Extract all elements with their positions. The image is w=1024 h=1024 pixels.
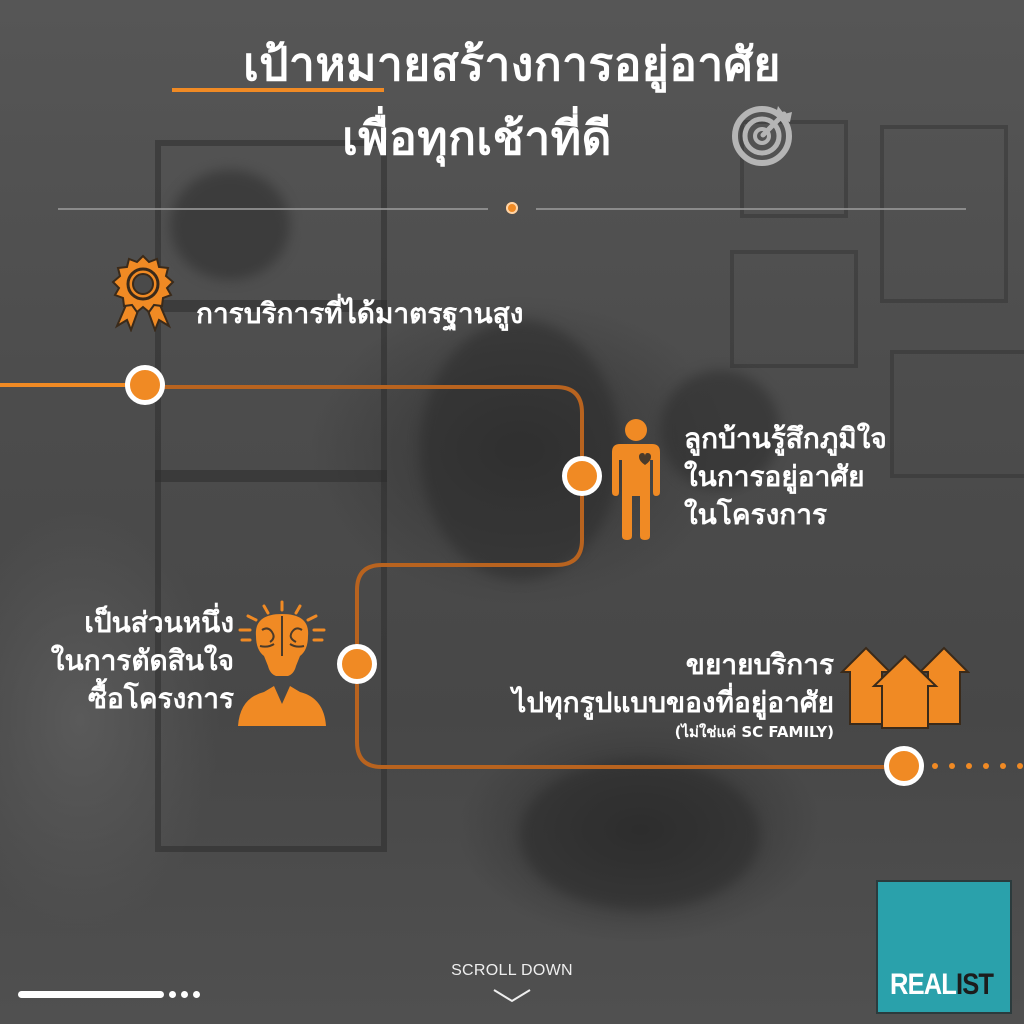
brand-name: REALIST bbox=[890, 968, 994, 1001]
divider-dot bbox=[506, 202, 518, 214]
milestone-4-line2: ไปทุกรูปแบบของที่อยู่อาศัย bbox=[512, 686, 834, 719]
page-title-line1: เป้าหมายสร้างการอยู่อาศัย bbox=[243, 37, 781, 91]
milestone-3-line2: ในการตัดสินใจ bbox=[50, 644, 234, 677]
title-accent-underline bbox=[172, 88, 384, 92]
award-ribbon-icon bbox=[111, 254, 175, 332]
scroll-down-label[interactable]: SCROLL DOWN bbox=[451, 962, 573, 979]
milestone-2-label: ลูกบ้านรู้สึกภูมิใจ ในการอยู่อาศัย ในโคร… bbox=[684, 420, 887, 534]
milestone-1-label: การบริการที่ได้มาตรฐานสูง bbox=[196, 297, 524, 330]
person-heart-icon bbox=[612, 419, 660, 540]
timeline-node-4[interactable] bbox=[884, 746, 924, 786]
timeline-node-1[interactable] bbox=[125, 365, 165, 405]
carousel-progress-bar bbox=[18, 991, 164, 998]
realist-logo: REALIST bbox=[878, 882, 1010, 1012]
carousel-dot[interactable] bbox=[169, 991, 176, 998]
timeline-node-3[interactable] bbox=[337, 644, 377, 684]
divider-right bbox=[536, 208, 966, 210]
houses-icon bbox=[840, 646, 970, 729]
milestone-4-line1: ขยายบริการ bbox=[685, 648, 834, 681]
milestone-3-label: เป็นส่วนหนึ่ง ในการตัดสินใจ ซื้อโครงการ bbox=[51, 604, 234, 718]
milestone-3-line3: ซื้อโครงการ bbox=[87, 682, 234, 715]
carousel-progress[interactable] bbox=[18, 991, 200, 998]
brain-thinking-icon bbox=[238, 600, 326, 726]
milestone-4-note: (ไม่ใช่แค่ SC FAMILY) bbox=[674, 723, 834, 741]
milestone-3-line1: เป็นส่วนหนึ่ง bbox=[84, 606, 234, 639]
milestone-2-line2: ในการอยู่อาศัย bbox=[684, 460, 865, 493]
carousel-dot[interactable] bbox=[181, 991, 188, 998]
milestone-2-line3: ในโครงการ bbox=[684, 498, 828, 531]
milestone-2-line1: ลูกบ้านรู้สึกภูมิใจ bbox=[684, 422, 887, 455]
timeline-node-2[interactable] bbox=[562, 456, 602, 496]
carousel-dot[interactable] bbox=[193, 991, 200, 998]
target-icon bbox=[732, 106, 792, 166]
milestone-4-label: ขยายบริการ ไปทุกรูปแบบของที่อยู่อาศัย (ไ… bbox=[512, 646, 834, 742]
chevron-down-icon[interactable] bbox=[492, 988, 532, 1004]
divider-left bbox=[58, 208, 488, 210]
page-title-line2: เพื่อทุกเช้าที่ดี bbox=[342, 111, 612, 165]
